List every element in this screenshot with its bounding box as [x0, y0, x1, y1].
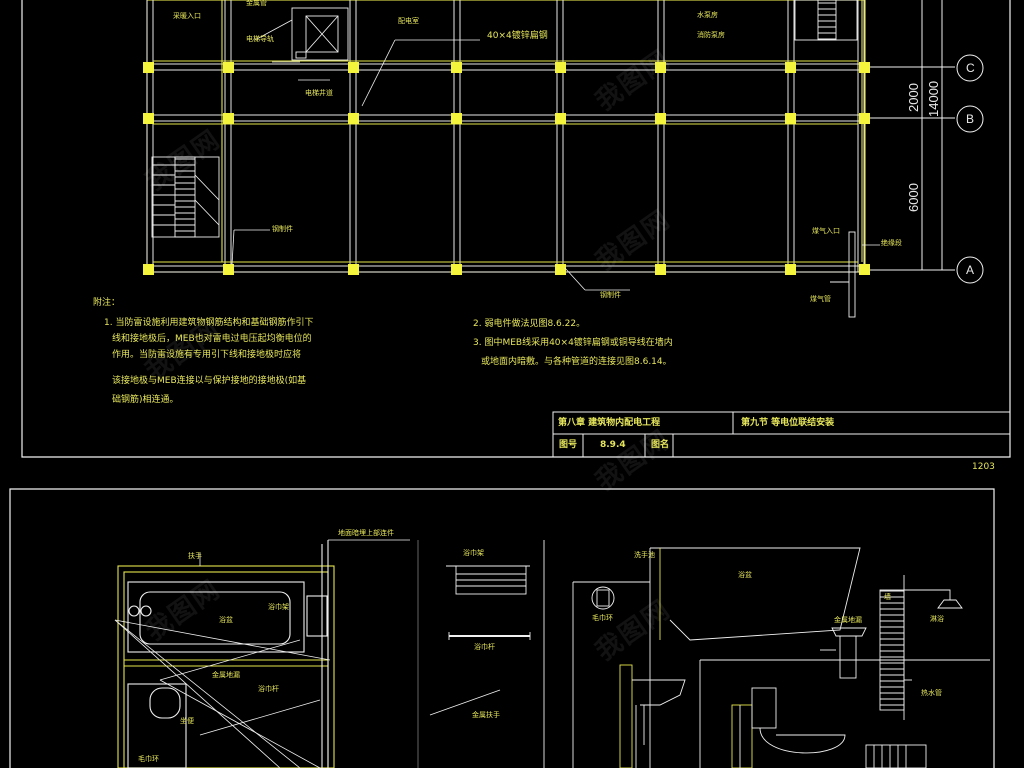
label-hot-water: 热水管 [921, 689, 942, 697]
label-metal-drain-elevation: 金属地漏 [834, 616, 862, 624]
label-hand-towel: 毛巾环 [138, 755, 159, 763]
label-steel-ref-bottom: 钢制件 [600, 291, 621, 299]
label-towel-bar: 浴巾杆 [258, 685, 279, 693]
label-insulated-joint: 绝缘段 [881, 239, 902, 247]
label-elevator-rail: 电梯导轨 [246, 35, 274, 43]
dimension-2000: 2000 [906, 83, 921, 112]
label-fire-pump: 消防泵房 [697, 31, 725, 39]
label-elevator-well: 电梯井道 [305, 89, 333, 97]
note-2: 2. 弱电件做法见图8.6.22。 [473, 319, 586, 329]
note-1-line-5: 础钢筋)相连通。 [112, 395, 179, 405]
label-copper-bar: 40×4镀锌扁钢 [487, 31, 548, 41]
label-bathtub: 浴盆 [219, 616, 233, 624]
shower [865, 575, 963, 768]
label-metal-pipe: 金属管 [246, 0, 267, 7]
label-pipe-rod: 浴巾杆 [474, 643, 495, 651]
dimension-6000: 6000 [906, 183, 921, 212]
label-wall: 墙 [884, 593, 891, 601]
lower-sheet [9, 488, 995, 768]
beam-grid [146, 0, 865, 273]
label-handrail: 扶手 [188, 552, 202, 560]
stair-left [151, 156, 220, 238]
notes-title: 附注： [93, 298, 121, 308]
title-chapter: 第八章 建筑物内配电工程 [558, 418, 661, 428]
meb-conductors [153, 0, 863, 263]
note-1-line-3: 作用。当防雷设施有专用引下线和接地极时应将 [112, 350, 302, 360]
note-1-line-2: 线和接地极后，MEB也对雷电过电压起均衡电位的 [112, 334, 312, 344]
towel-rack [417, 540, 545, 768]
leaders-upper [231, 19, 880, 291]
gas-riser [830, 231, 856, 318]
label-metal-floor-drain: 金属地漏 [212, 671, 240, 679]
label-steel-ref: 钢制件 [272, 225, 293, 233]
label-shower: 淋浴 [930, 615, 944, 623]
drawing-no-label: 图号 [559, 440, 578, 450]
washbasin [619, 664, 686, 768]
bathroom-leaders [114, 539, 410, 768]
label-towel-rack: 浴巾架 [268, 603, 289, 611]
stair-right [794, 0, 858, 41]
note-3-line-2: 或地面内暗敷。与各种管道的连接见图8.6.14。 [481, 357, 672, 367]
columns [143, 62, 870, 275]
label-tub-elevation: 浴盆 [738, 571, 752, 579]
label-washbasin: 洗手池 [634, 551, 655, 559]
axis-c-label: C [966, 61, 975, 75]
label-shelf: 浴巾架 [463, 549, 484, 557]
bathtub-elevation [572, 547, 990, 768]
drawing-no: 8.9.4 [600, 440, 626, 450]
label-distribution-room: 配电室 [398, 17, 419, 25]
dimension-14000: 14000 [926, 80, 941, 117]
title-section: 第九节 等电位联结安装 [741, 418, 835, 428]
label-entrance: 采暖入口 [173, 12, 201, 20]
label-floor-drain-note: 地面暗埋上部连件 [338, 529, 394, 537]
label-round-label: 毛巾环 [592, 614, 613, 622]
label-pump-room: 水泵房 [697, 11, 718, 19]
floor-drain [820, 627, 867, 679]
label-gas-pipe: 煤气管 [810, 295, 831, 303]
axis-b-label: B [966, 112, 975, 126]
label-metal-clip: 金属扶手 [472, 711, 500, 719]
elevator-shaft [291, 7, 349, 61]
axis-a-label: A [966, 263, 975, 277]
label-toilet: 坐便 [180, 717, 194, 725]
bathroom-plan [117, 540, 335, 768]
note-3-line-1: 3. 图中MEB线采用40×4镀锌扁钢或铜导线在墙内 [473, 338, 673, 348]
title-block [552, 411, 1011, 458]
note-1-line-1: 1. 当防雷设施利用建筑物钢筋结构和基础钢筋作引下 [104, 318, 314, 328]
page-number: 1203 [972, 462, 995, 472]
note-1-line-4: 该接地极与MEB连接以与保护接地的接地极(如基 [112, 376, 307, 386]
label-gas-entry: 煤气入口 [812, 227, 840, 235]
drawing-name-label: 图名 [651, 440, 670, 450]
toilet [731, 687, 846, 768]
